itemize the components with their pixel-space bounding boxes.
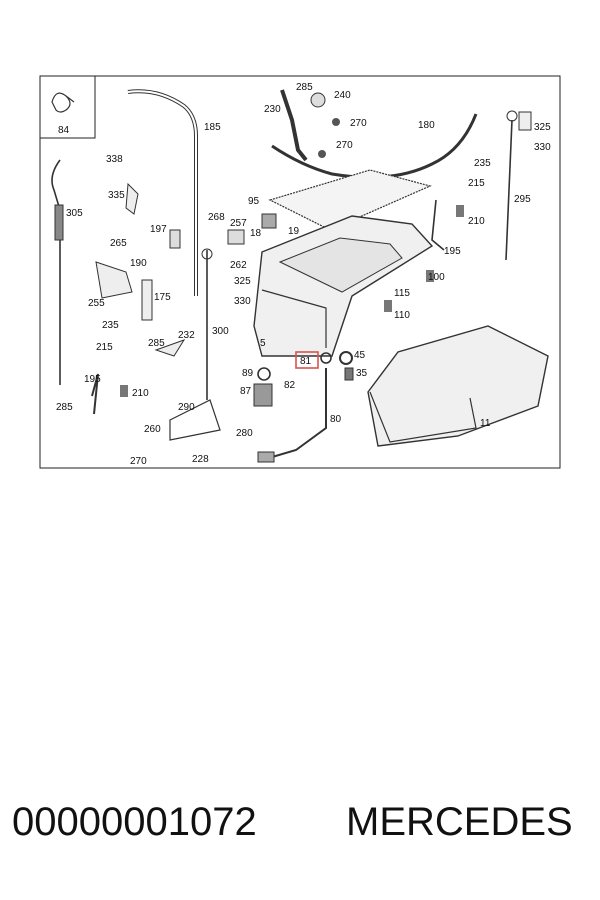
callout: 81: [300, 356, 312, 367]
callout: 210: [132, 388, 149, 399]
highlight-box: [295, 351, 319, 369]
callout: 268: [208, 212, 225, 223]
callout: 325: [234, 276, 251, 287]
callout-84: 84: [58, 125, 70, 136]
dipstick-left: [51, 159, 61, 385]
callout: 185: [204, 122, 221, 133]
callout: 230: [264, 104, 281, 115]
callout: 195: [444, 246, 461, 257]
inset-box: [39, 75, 96, 139]
callout: 215: [468, 178, 485, 189]
callout: 175: [154, 292, 171, 303]
callout: 295: [514, 194, 531, 205]
callout: 280: [236, 428, 253, 439]
callout: 19: [288, 226, 300, 237]
callout: 305: [66, 208, 83, 219]
callout: 215: [96, 342, 113, 353]
callout: 89: [242, 368, 254, 379]
dipstick-right: [505, 119, 513, 261]
callout: 257: [230, 218, 247, 229]
callout-labels: 185 285 240 230 270 270 180 325 330 338 …: [56, 82, 551, 467]
callout: 235: [474, 158, 491, 169]
callout: 240: [334, 90, 351, 101]
callout: 80: [330, 414, 342, 425]
callout: 265: [110, 238, 127, 249]
brand-name: MERCEDES: [346, 800, 573, 844]
sensor-cable: [261, 368, 327, 461]
callout: 18: [250, 228, 262, 239]
callout: 325: [534, 122, 551, 133]
oil-pan-lower: [367, 325, 549, 447]
callout: 228: [192, 454, 209, 465]
part-number: 00000001072: [12, 800, 257, 844]
bracket-230: [280, 89, 308, 162]
callout: 5: [260, 338, 266, 349]
callout: 330: [534, 142, 551, 153]
callout: 210: [468, 216, 485, 227]
callout: 285: [296, 82, 313, 93]
callout: 270: [130, 456, 147, 467]
callout: 100: [428, 272, 445, 283]
callout: 115: [394, 288, 410, 299]
callout: 285: [56, 402, 73, 413]
callout: 235: [102, 320, 119, 331]
callout: 270: [336, 140, 353, 151]
callout: 300: [212, 326, 229, 337]
callout: 255: [88, 298, 105, 309]
callout: 197: [150, 224, 167, 235]
callout: 45: [354, 350, 366, 361]
callout: 270: [350, 118, 367, 129]
callout: 260: [144, 424, 161, 435]
gasket: [268, 169, 432, 231]
callout: 95: [248, 196, 260, 207]
clip-drawing: [51, 92, 75, 113]
callout: 190: [130, 258, 147, 269]
callout: 195: [84, 374, 101, 385]
callout: 180: [418, 120, 435, 131]
callout: 35: [356, 368, 368, 379]
callout: 262: [230, 260, 247, 271]
callout: 110: [394, 310, 410, 321]
callout: 285: [148, 338, 165, 349]
callout: 11: [480, 418, 491, 429]
callout: 82: [284, 380, 296, 391]
callout: 232: [178, 330, 195, 341]
callout: 290: [178, 402, 195, 413]
parts-diagram: 84 185 285 240: [39, 75, 561, 469]
callout: 87: [240, 386, 252, 397]
callout: 338: [106, 154, 123, 165]
caption: 00000001072 MERCEDES: [0, 800, 600, 860]
callout: 330: [234, 296, 251, 307]
callout: 335: [108, 190, 125, 201]
